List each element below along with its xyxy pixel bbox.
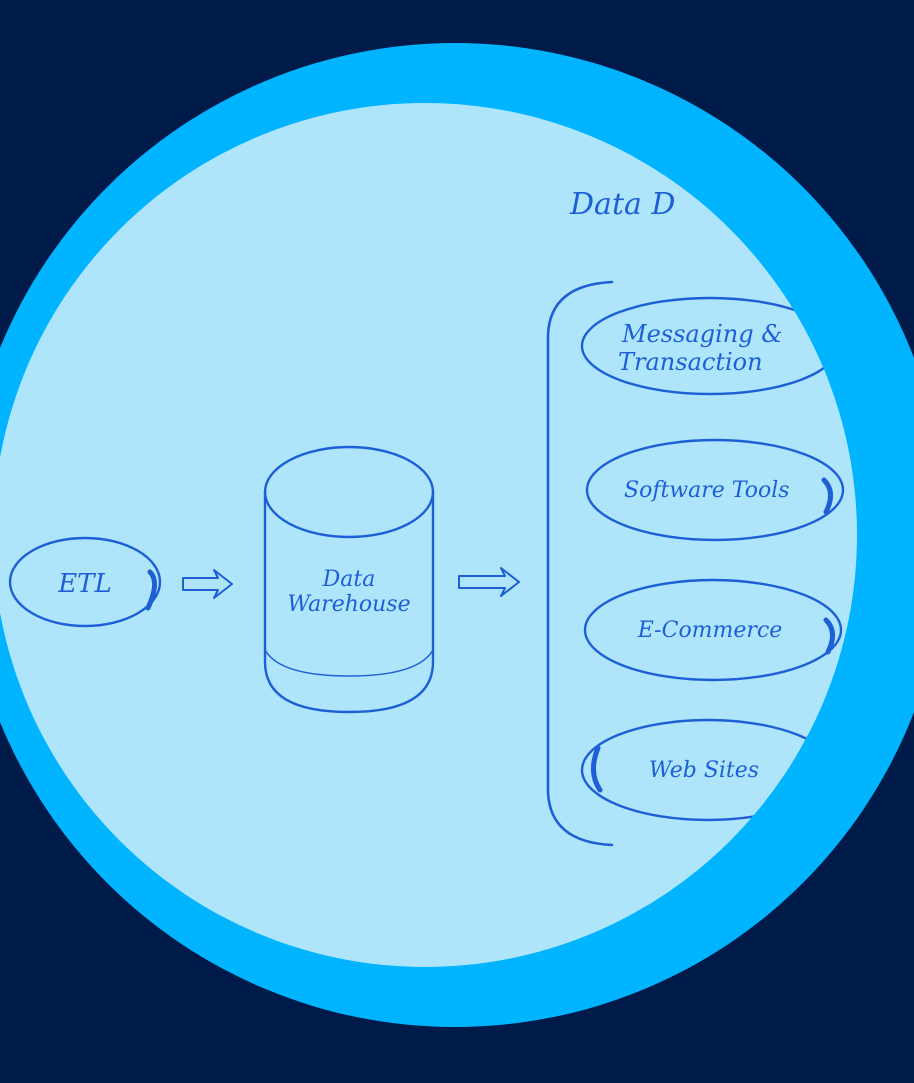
data-warehouse-node: Data Warehouse bbox=[263, 445, 435, 714]
destinations-bracket bbox=[546, 280, 614, 847]
destination-software-tools: Software Tools bbox=[585, 438, 845, 542]
cylinder-inner-line bbox=[264, 649, 434, 677]
destination-ellipse bbox=[585, 438, 845, 542]
warehouse-label-line2: Warehouse bbox=[287, 592, 410, 617]
destination-label-line1: Web Sites bbox=[649, 758, 759, 783]
etl-ellipse bbox=[8, 536, 162, 628]
destination-label-line2: Transaction bbox=[618, 348, 763, 376]
inner-disc bbox=[0, 103, 857, 967]
destination-ellipse-accent bbox=[821, 477, 833, 515]
etl-label: ETL bbox=[57, 569, 112, 599]
destination-ellipse-accent bbox=[591, 745, 603, 793]
destination-e-commerce: E-Commerce bbox=[583, 578, 843, 682]
warehouse-label-line1: Data bbox=[322, 567, 376, 592]
arrow-warehouse-to-destinations bbox=[458, 567, 520, 597]
etl-ellipse-accent bbox=[145, 569, 157, 611]
destination-label-line1: Software Tools bbox=[624, 478, 790, 503]
arrow-etl-to-warehouse bbox=[182, 569, 233, 599]
etl-node: ETL bbox=[8, 536, 162, 628]
cylinder-body-icon bbox=[263, 490, 435, 714]
destination-ellipse bbox=[583, 578, 843, 682]
destination-ellipse-accent bbox=[823, 617, 835, 655]
destination-label-line1: E-Commerce bbox=[637, 618, 783, 643]
diagram-title: Data D bbox=[569, 187, 675, 222]
destination-label-line1: Messaging & bbox=[621, 320, 783, 348]
